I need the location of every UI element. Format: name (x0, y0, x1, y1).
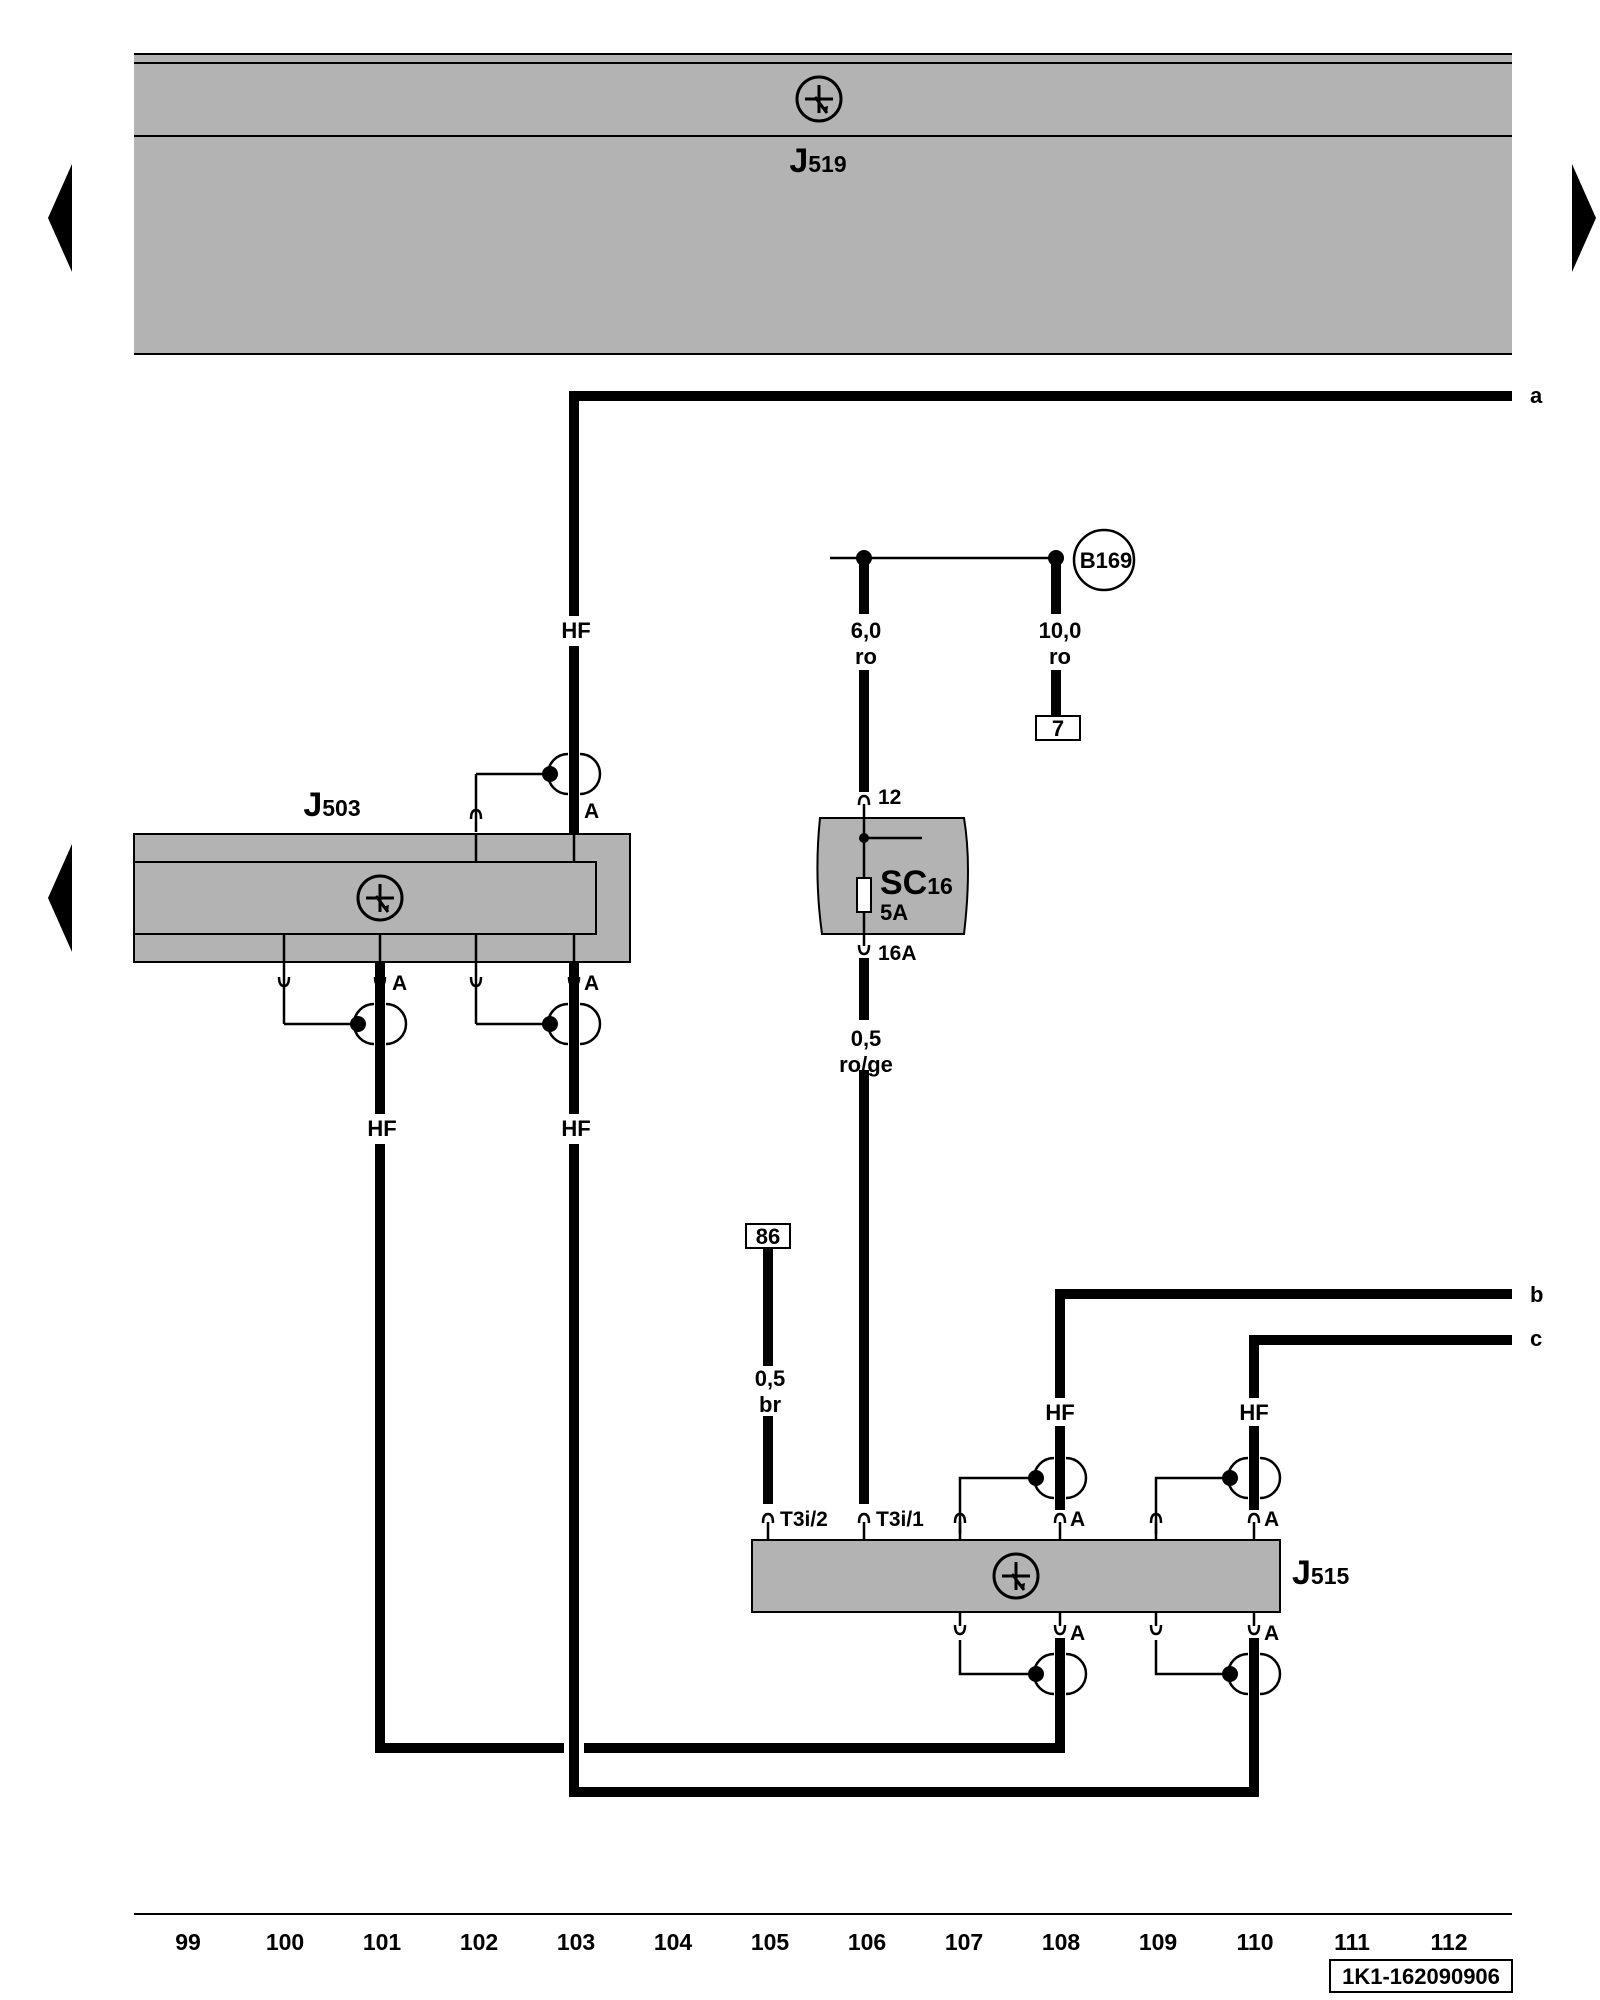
pin-label-t3i-1: T3i/1 (876, 1508, 924, 1531)
column-number: 112 (1430, 1929, 1467, 1955)
pin-label-a: A (1070, 1622, 1085, 1645)
module-j515: J515 (751, 1539, 1350, 1613)
pin-icon (857, 794, 871, 807)
pin-label-16a: 16A (878, 942, 917, 965)
nav-right-arrow-icon[interactable] (1572, 164, 1596, 272)
nav-left-arrow-icon[interactable] (48, 164, 72, 272)
fuse-rating: 5A (880, 900, 908, 925)
fuse-label-sc16: SC16 (880, 864, 953, 902)
column-number: 111 (1334, 1929, 1370, 1955)
wire-label-hf: HF (561, 1116, 590, 1141)
pin-label-a: A (584, 972, 599, 995)
drawing-code-box (1329, 1959, 1513, 1993)
connection-label-c: c (1530, 1326, 1542, 1351)
wire-color-ro: ro (855, 644, 877, 669)
wire-color-ro: ro (1049, 644, 1071, 669)
module-j503: J503 (133, 786, 631, 963)
pin-icon (953, 1623, 967, 1636)
column-number: 104 (654, 1929, 693, 1955)
column-number: 108 (1042, 1929, 1081, 1955)
pin-label-a: A (1070, 1508, 1085, 1531)
pin-label-12: 12 (878, 786, 901, 809)
ground-point-icon (1072, 528, 1136, 592)
column-number: 100 (266, 1929, 304, 1955)
pin-icon (857, 1512, 871, 1525)
pin-icon (1053, 1512, 1067, 1525)
wire-size-0-5: 0,5 (851, 1026, 882, 1051)
wire-label-hf: HF (1239, 1400, 1268, 1425)
reference-label-86: 86 (756, 1224, 780, 1249)
column-number: 110 (1236, 1929, 1273, 1955)
column-number: 109 (1139, 1929, 1177, 1955)
column-scale: 99 100 101 102 103 104 105 106 107 108 1… (175, 1929, 1467, 1955)
pin-label-a: A (392, 972, 407, 995)
reference-box-86[interactable] (745, 1223, 791, 1249)
module-j519: J519 (134, 53, 1512, 355)
pin-label-a: A (1264, 1622, 1279, 1645)
pin-label-a: A (1264, 1508, 1279, 1531)
column-number: 107 (945, 1929, 983, 1955)
reference-box-7[interactable] (1035, 715, 1081, 741)
column-number: 99 (175, 1929, 201, 1955)
column-number: 103 (557, 1929, 595, 1955)
column-number: 106 (848, 1929, 886, 1955)
module-label-j503: J503 (303, 786, 360, 824)
wire-label-hf: HF (1045, 1400, 1074, 1425)
reference-label-7: 7 (1052, 716, 1064, 741)
wire-size-0-5: 0,5 (755, 1366, 786, 1391)
wire-label-hf: HF (367, 1116, 396, 1141)
module-label-j519: J519 (789, 142, 846, 180)
fuse-icon (856, 877, 872, 913)
fuse-sc16: SC16 5A (816, 817, 969, 935)
column-number: 102 (460, 1929, 498, 1955)
pin-label-a: A (584, 800, 599, 823)
wire-size-6-0: 6,0 (851, 618, 882, 643)
pin-icon (761, 1512, 775, 1525)
pin-icon (857, 943, 871, 956)
connection-label-a: a (1530, 383, 1543, 408)
ground-label-b169: B169 (1080, 548, 1133, 573)
wire-color-ro-ge: ro/ge (839, 1052, 893, 1077)
module-label-j515: J515 (1292, 1554, 1350, 1592)
pin-label-t3i-2: T3i/2 (780, 1508, 828, 1531)
pin-icon (1053, 1623, 1067, 1636)
wire-size-10-0: 10,0 (1039, 618, 1082, 643)
pin-icon (1247, 1512, 1261, 1525)
nav-left-arrow-icon[interactable] (48, 844, 72, 952)
drawing-code: 1K1-162090906 (1342, 1964, 1500, 1989)
connection-label-b: b (1530, 1282, 1543, 1307)
wire-hf-to-a (569, 391, 1512, 756)
pin-icon (1149, 1623, 1163, 1636)
wire-label-hf: HF (561, 618, 590, 643)
wire-color-br: br (759, 1392, 781, 1417)
column-number: 105 (751, 1929, 790, 1955)
pin-icon (1247, 1623, 1261, 1636)
column-number: 101 (363, 1929, 402, 1955)
